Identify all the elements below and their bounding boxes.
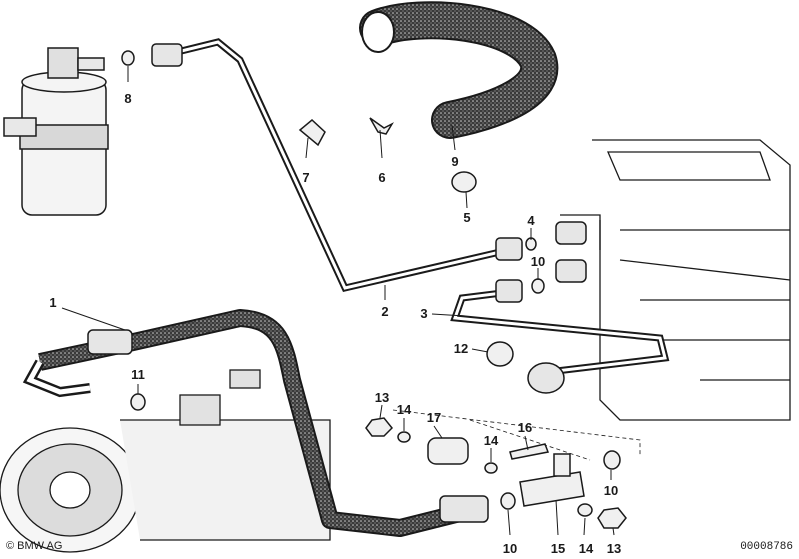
- valve-16: [509, 443, 550, 460]
- part-label-12: 12: [454, 341, 468, 356]
- seal-ring-10b: [603, 450, 621, 470]
- seal-ring-10a: [531, 278, 545, 294]
- part-label-13b: 13: [607, 541, 621, 556]
- bolt-6: [369, 117, 394, 135]
- evaporator-fittings: [555, 221, 587, 283]
- tee-fitting-15: [519, 471, 585, 507]
- evaporator-housing: [560, 139, 791, 421]
- nut-13a: [365, 417, 394, 437]
- copyright-notice: © BMW AG: [6, 540, 63, 552]
- part-label-11: 11: [131, 367, 145, 382]
- pipe-3: [450, 279, 670, 394]
- part-label-2: 2: [381, 304, 388, 319]
- part-label-8: 8: [124, 91, 131, 106]
- hose-1: [22, 309, 489, 537]
- part-label-14b: 14: [484, 433, 499, 448]
- part-label-14c: 14: [579, 541, 594, 556]
- clip-7: [298, 119, 326, 147]
- part-label-10b: 10: [604, 483, 618, 498]
- pipe-2: [151, 38, 523, 293]
- seal-ring-11: [130, 393, 146, 411]
- washer-14b: [484, 462, 498, 474]
- washer-14a: [397, 431, 411, 443]
- part-label-1: 1: [49, 295, 56, 310]
- pressure-switch-17: [427, 437, 469, 465]
- part-label-7: 7: [302, 170, 309, 185]
- nut-13b: [597, 507, 627, 529]
- grommet-12: [486, 341, 514, 367]
- leader-lines: [61, 66, 615, 536]
- part-label-6: 6: [378, 170, 385, 185]
- receiver-drier: [3, 47, 109, 216]
- part-label-15: 15: [551, 541, 565, 556]
- part-label-16: 16: [518, 420, 532, 435]
- part-label-10a: 10: [531, 254, 545, 269]
- part-label-4: 4: [527, 213, 535, 228]
- seal-ring-10c: [500, 492, 516, 510]
- reference-lines: [392, 409, 641, 461]
- part-label-17: 17: [427, 410, 441, 425]
- part-label-3: 3: [420, 306, 427, 321]
- part-label-5: 5: [463, 210, 470, 225]
- part-label-13a: 13: [375, 390, 389, 405]
- suction-hose: [359, 1, 559, 139]
- drawing-number: 00008786: [740, 541, 793, 553]
- part-label-14a: 14: [397, 402, 412, 417]
- washer-14c: [577, 503, 593, 517]
- part-label-10c: 10: [503, 541, 517, 556]
- grommet-5: [451, 171, 477, 193]
- part-number-labels: 1 2 3 4 5 6 7 8 9 10 10 10 10 11 12 13 1…: [49, 91, 621, 556]
- seal-ring-8: [121, 50, 135, 66]
- part-label-9: 9: [451, 154, 458, 169]
- compressor: [0, 369, 331, 553]
